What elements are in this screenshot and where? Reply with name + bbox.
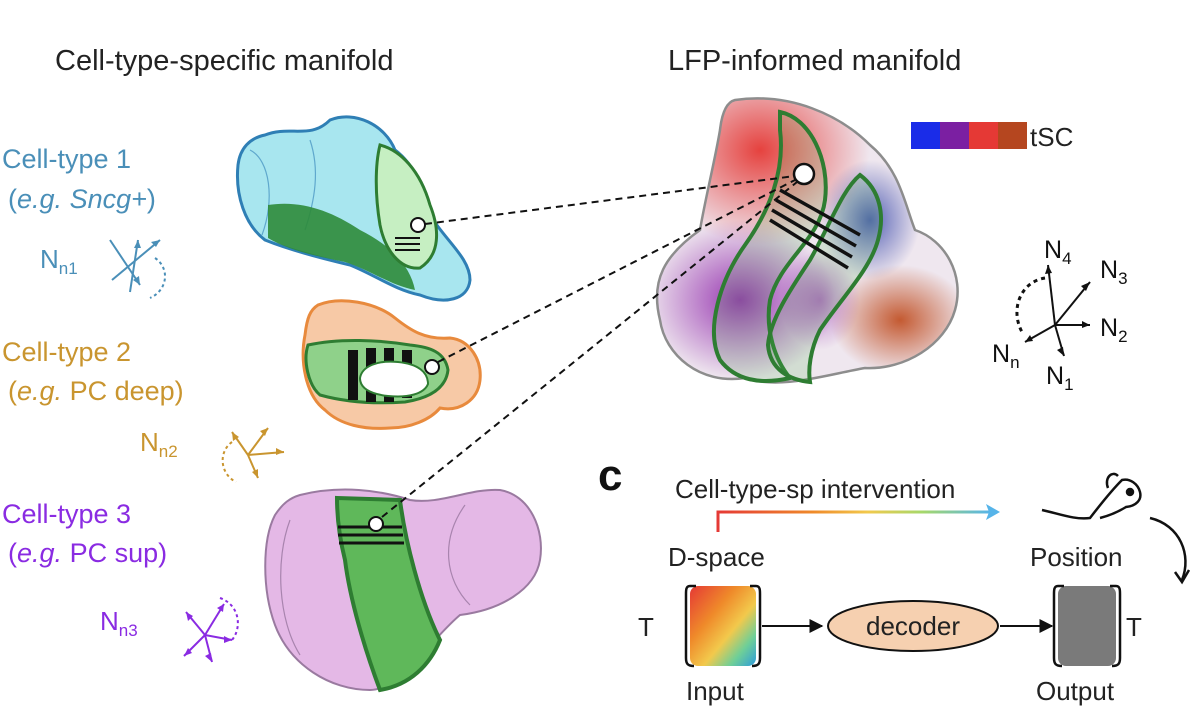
time-label-right: T [1126, 612, 1142, 642]
panel-c-letter: c [598, 451, 622, 500]
lfp-manifold-state-dot [792, 162, 816, 186]
time-label-left: T [638, 612, 654, 642]
cell-type-2-label: Cell-type 2 (e.g. PC deep) [2, 337, 184, 406]
cell-type-3-name: Cell-type 3 [2, 499, 131, 529]
axis-label-3: N3 [1100, 256, 1128, 288]
cell-type-2-example: (e.g. PC deep) [8, 376, 184, 406]
colorbar-swatch-2 [940, 122, 969, 149]
cell-type-3-eg-prefix: e.g. [17, 538, 62, 568]
decoder-label: decoder [866, 611, 960, 641]
axis-label-1: N1 [1046, 362, 1074, 394]
input-label: Input [686, 676, 745, 706]
colorbar-swatch-4 [998, 122, 1027, 149]
colorbar-label: tSC [1030, 122, 1073, 152]
vector-2-label: Nn2 [140, 427, 178, 461]
manifold-3-state-dot [368, 516, 384, 532]
vector-glyph-1: Nn1 [40, 239, 166, 299]
tsc-colorbar: tSC [911, 122, 1073, 152]
cell-type-1-eg-value: Sncg+ [70, 184, 147, 214]
cell-type-1-example: (e.g. Sncg+) [8, 184, 156, 214]
link-line-2 [437, 179, 796, 363]
axis-label-4: N4 [1044, 236, 1072, 268]
vector-3-label: Nn3 [100, 606, 138, 640]
correspondence-lines [381, 175, 798, 518]
manifold-1-state-dot [410, 217, 426, 233]
left-heading: Cell-type-specific manifold [55, 45, 393, 77]
panel-c: c Cell-type-sp intervention D-space Posi… [598, 451, 1191, 706]
cell-type-1-eg-prefix: e.g. [17, 184, 62, 214]
decoder-node [827, 600, 999, 652]
mouse-icon [1041, 472, 1191, 585]
intervention-label: Cell-type-sp intervention [675, 474, 955, 504]
output-block [1058, 586, 1116, 666]
vector-glyph-2: Nn2 [140, 427, 285, 483]
vector-1-label: Nn1 [40, 244, 78, 278]
cell-type-3-example: (e.g. PC sup) [8, 538, 167, 568]
axis-label-2: N2 [1100, 314, 1128, 346]
manifold-cell-type-2 [301, 299, 482, 430]
input-block [690, 586, 756, 666]
cell-type-3-eg-value: PC sup [70, 538, 159, 568]
right-heading: LFP-informed manifold [668, 45, 961, 77]
axis-label-n: Nn [992, 340, 1020, 372]
lfp-manifold [655, 97, 959, 385]
position-label: Position [1030, 542, 1123, 572]
link-line-3 [381, 181, 798, 518]
manifold-2-state-dot [424, 359, 440, 375]
neuron-axes-glyph: N4 N3 N2 N1 Nn [992, 236, 1128, 394]
output-label: Output [1036, 676, 1115, 706]
cell-type-1-label: Cell-type 1 (e.g. Sncg+) [2, 144, 156, 214]
cell-type-1-name: Cell-type 1 [2, 144, 131, 174]
intervention-arrow [716, 510, 990, 532]
manifold-cell-type-1 [235, 115, 472, 302]
colorbar-swatch-1 [911, 122, 940, 149]
manifold-cell-type-3 [264, 488, 542, 693]
vector-glyph-3: Nn3 [100, 597, 239, 663]
cell-type-3-label: Cell-type 3 (e.g. PC sup) [2, 499, 167, 568]
cell-type-2-name: Cell-type 2 [2, 337, 131, 367]
cell-type-2-eg-prefix: e.g. [17, 376, 62, 406]
dspace-label: D-space [668, 542, 765, 572]
cell-type-2-eg-value: PC deep [70, 376, 175, 406]
link-line-1 [424, 175, 796, 225]
colorbar-swatch-3 [969, 122, 998, 149]
